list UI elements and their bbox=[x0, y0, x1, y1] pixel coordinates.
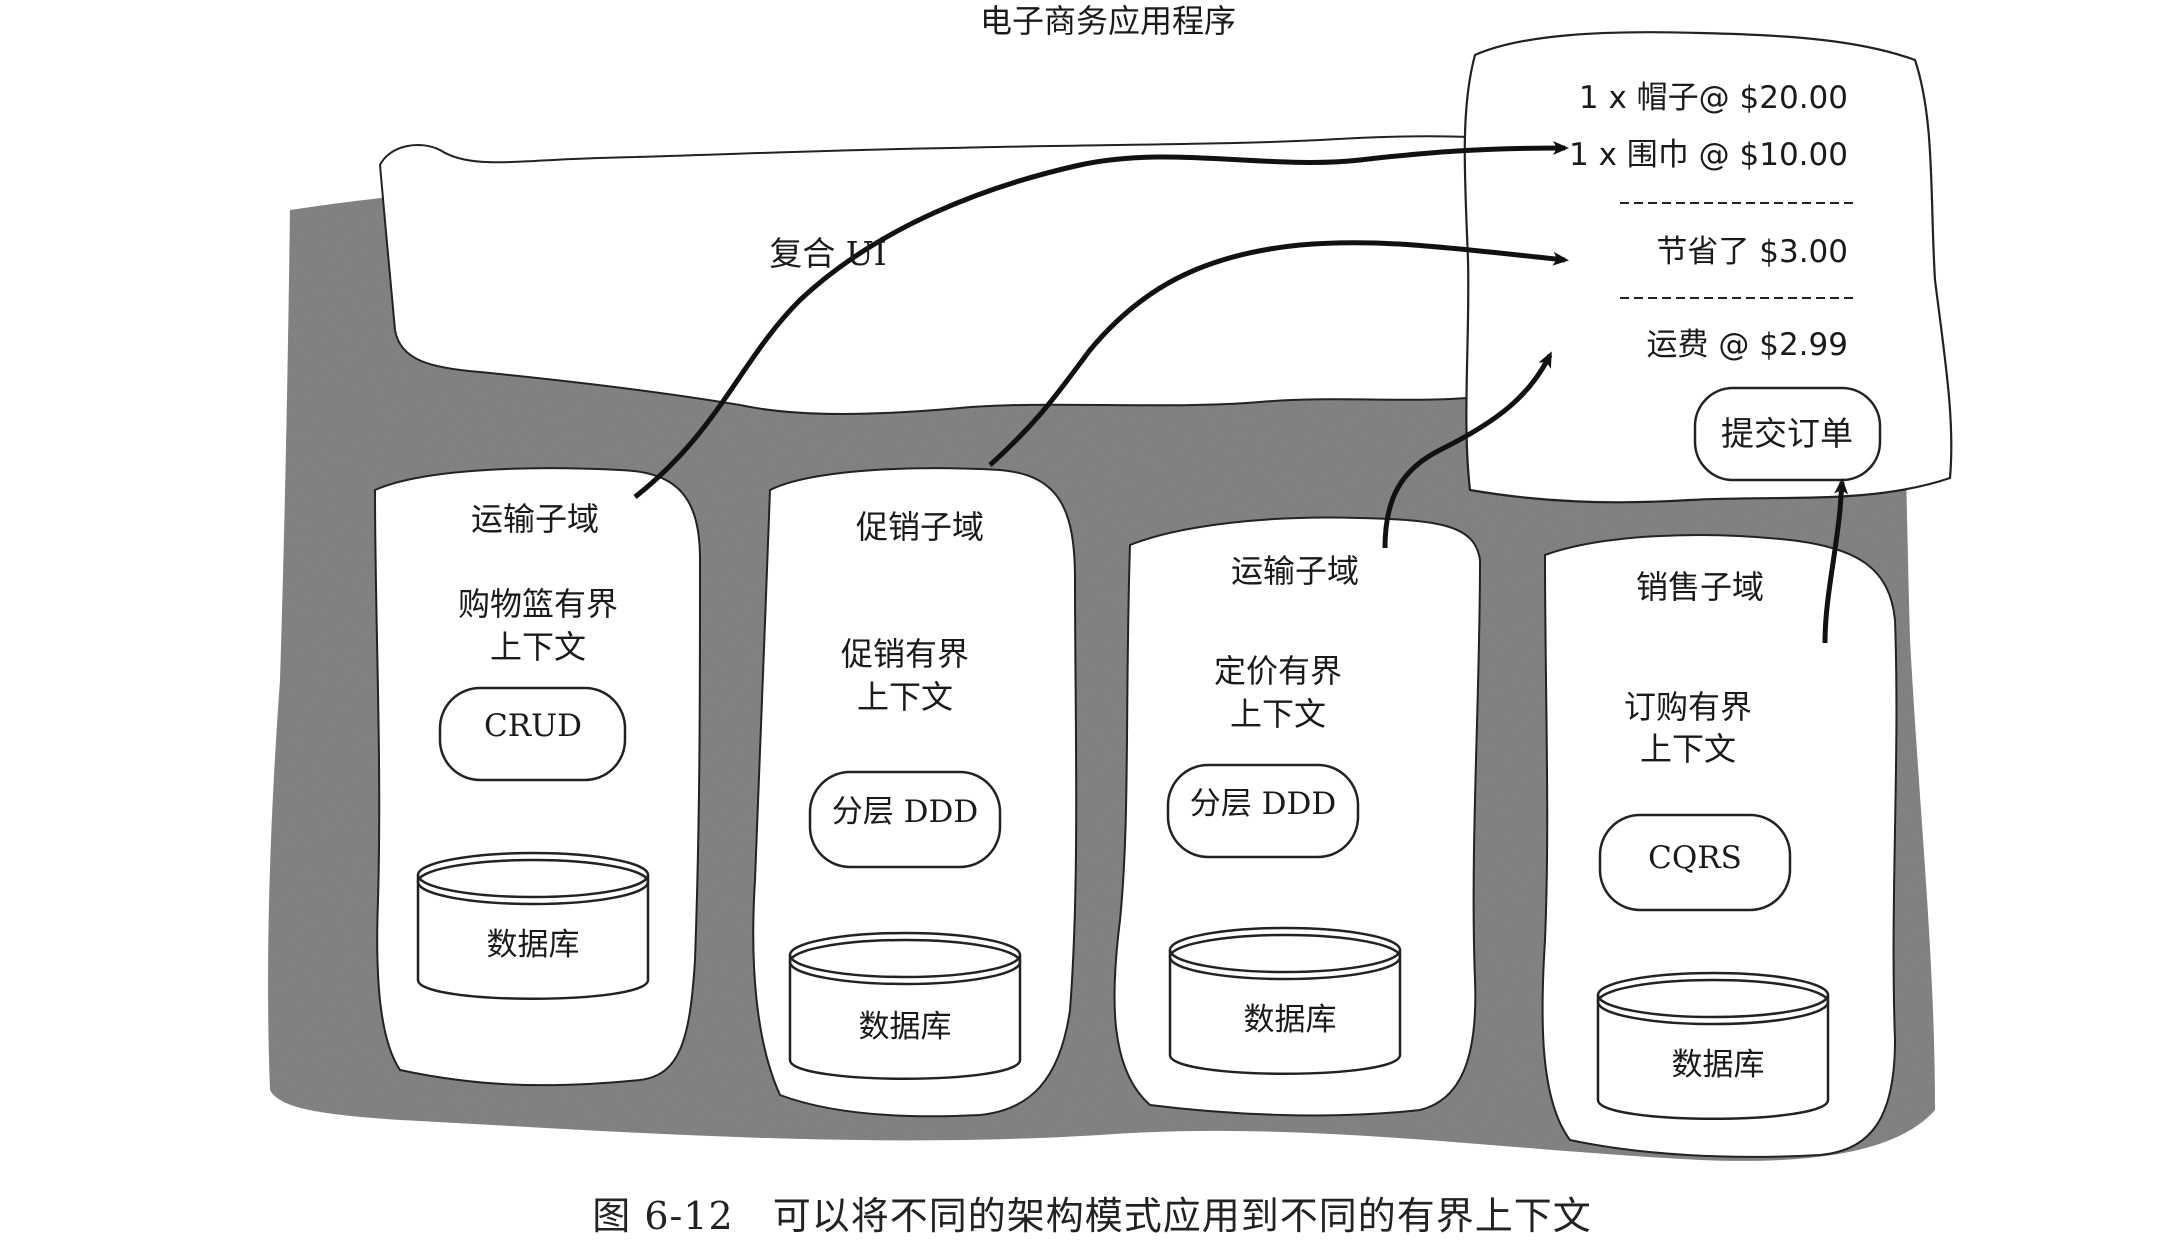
pattern-label-2: 分层 DDD bbox=[832, 794, 978, 830]
context-name-3-line2: 上下文 bbox=[1230, 695, 1326, 733]
context-name-2-line2: 上下文 bbox=[857, 678, 953, 716]
context-name-4-line2: 上下文 bbox=[1640, 730, 1736, 768]
pattern-label-3: 分层 DDD bbox=[1190, 786, 1336, 822]
subdomain-label-4: 销售子域 bbox=[1636, 568, 1764, 606]
database-cylinder-4 bbox=[1596, 971, 1830, 1120]
database-cylinder-2 bbox=[788, 931, 1022, 1080]
context-name-4-line1: 订购有界 bbox=[1624, 688, 1752, 726]
connector-arrow-3 bbox=[1382, 351, 1553, 549]
subdomain-label-2: 促销子域 bbox=[856, 508, 984, 546]
database-label-2: 数据库 bbox=[859, 1009, 952, 1045]
database-label-3: 数据库 bbox=[1244, 1002, 1337, 1038]
order-receipt-panel bbox=[1463, 31, 1953, 504]
composite-ui-label: 复合 UI bbox=[769, 234, 886, 273]
context-name-3-line1: 定价有界 bbox=[1214, 652, 1342, 690]
pattern-box-3 bbox=[1166, 763, 1360, 859]
submit-order-label[interactable]: 提交订单 bbox=[1721, 414, 1853, 453]
context-name-1-line2: 上下文 bbox=[490, 628, 586, 666]
figure-caption: 图 6-12 可以将不同的架构模式应用到不同的有界上下文 bbox=[592, 1194, 1592, 1238]
connector-arrow-4 bbox=[1822, 478, 1849, 644]
receipt-shipping: 运费 @ $2.99 bbox=[1647, 327, 1848, 363]
pattern-box-4 bbox=[1598, 813, 1792, 912]
pattern-label-4: CQRS bbox=[1648, 840, 1742, 876]
connector-arrow-1 bbox=[633, 141, 1569, 499]
subdomain-label-1: 运输子域 bbox=[471, 500, 599, 538]
connector-arrow-2 bbox=[988, 240, 1569, 467]
database-label-1: 数据库 bbox=[487, 927, 580, 963]
receipt-line-2: 1 x 围巾 @ $10.00 bbox=[1569, 137, 1848, 173]
pattern-label-1: CRUD bbox=[484, 708, 582, 744]
context-name-2-line1: 促销有界 bbox=[841, 635, 969, 673]
app-title: 电子商务应用程序 bbox=[980, 2, 1236, 40]
database-cylinder-1 bbox=[416, 851, 650, 1000]
database-label-4: 数据库 bbox=[1672, 1047, 1765, 1083]
composite-ui-banner bbox=[378, 135, 1501, 415]
pattern-box-1 bbox=[438, 686, 627, 782]
database-cylinder-3 bbox=[1168, 926, 1402, 1075]
receipt-discount: 节省了 $3.00 bbox=[1656, 234, 1848, 270]
receipt-line-1: 1 x 帽子@ $20.00 bbox=[1579, 80, 1848, 116]
pattern-box-2 bbox=[808, 770, 1002, 869]
context-name-1-line1: 购物篮有界 bbox=[458, 585, 618, 623]
subdomain-label-3: 运输子域 bbox=[1231, 552, 1359, 590]
submit-order-button[interactable] bbox=[1693, 386, 1882, 482]
